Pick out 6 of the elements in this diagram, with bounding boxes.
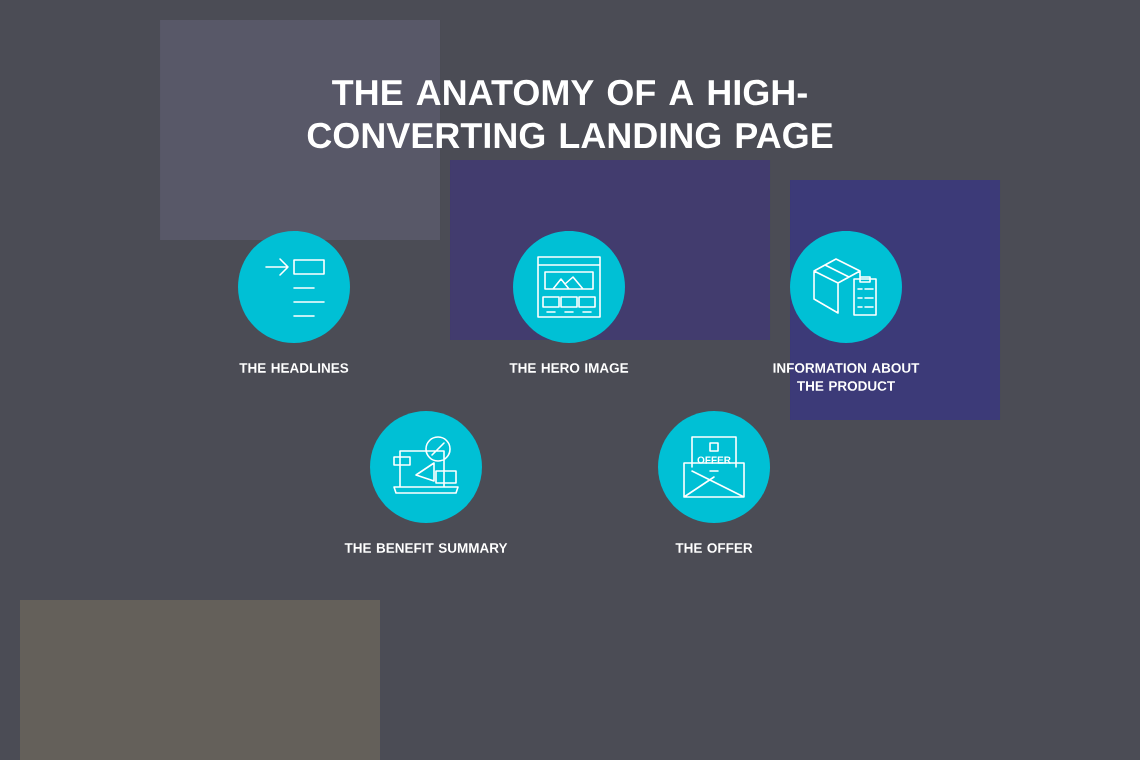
item-label: THE HEADLINES xyxy=(239,363,349,373)
item-label: THE HERO IMAGE xyxy=(509,363,629,373)
item-label: THE OFFER xyxy=(675,543,753,553)
item-label: THE BENEFIT SUMMARY xyxy=(344,543,508,553)
title: THE ANATOMY OF A HIGH-CONVERTING LANDING PAGE xyxy=(307,79,833,149)
item-label: INFORMATION ABOUT THE PRODUCT xyxy=(773,363,920,391)
